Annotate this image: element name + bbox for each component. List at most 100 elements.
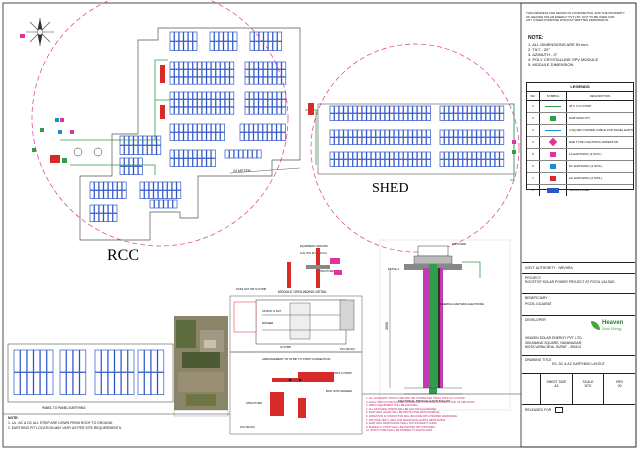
- shed-panel-array: [439, 151, 505, 167]
- bottom-note-item: 1. LA , AC & DC ALL STRIP ARE DOWN FROM …: [8, 421, 114, 425]
- legend-symbol-icon: [540, 101, 567, 112]
- solar-panel: [215, 76, 221, 85]
- disclaimer-line: THIS DRAWING AND DESIGN IS CONFIDENTIAL …: [526, 12, 625, 15]
- solar-panel: [169, 61, 175, 70]
- solar-panel: [223, 31, 229, 42]
- solar-panel: [201, 99, 207, 107]
- solar-panel: [343, 151, 349, 160]
- solar-panel: [103, 190, 109, 199]
- solar-panel: [178, 41, 184, 51]
- solar-panel: [72, 372, 80, 395]
- solar-panel: [20, 372, 27, 395]
- solar-panel: [211, 76, 216, 85]
- solar-panel: [89, 181, 95, 191]
- solar-panel: [188, 76, 193, 85]
- solar-panel: [188, 149, 193, 159]
- project-value: ROOFTOP SOLAR POWER PROJECT AT PGOIL VAL…: [525, 280, 615, 285]
- solar-panel: [268, 31, 273, 42]
- solar-panel: [263, 99, 268, 107]
- solar-panel: [357, 159, 362, 167]
- solar-panel: [262, 132, 268, 141]
- solar-panel: [394, 113, 399, 121]
- solar-panel: [272, 76, 277, 85]
- solar-panel: [329, 129, 335, 138]
- rcc-panel-array: [239, 123, 286, 141]
- solar-panel: [101, 349, 108, 373]
- solar-panel: [138, 145, 143, 155]
- solar-panel: [174, 76, 179, 85]
- solar-panel: [169, 123, 175, 133]
- solar-panel: [119, 135, 125, 146]
- rcc-panel-array: [89, 204, 118, 222]
- solar-panel: [494, 113, 500, 121]
- rcc-label: RCC: [107, 247, 139, 264]
- solar-panel: [394, 159, 399, 167]
- solar-panel: [107, 372, 115, 395]
- solar-panel: [352, 129, 358, 138]
- solar-panel: [20, 349, 27, 373]
- solar-panel: [444, 159, 449, 167]
- solar-panel: [329, 105, 335, 114]
- rcc-gi-strip: [60, 59, 170, 175]
- earthing-panel-array: [94, 349, 135, 395]
- rcc-roof-outline: [79, 27, 301, 241]
- solar-panel: [253, 69, 259, 77]
- solar-panel: [348, 129, 353, 138]
- sheet-size-value: A3: [554, 384, 559, 389]
- solar-panel: [389, 113, 395, 121]
- solar-panel: [366, 151, 372, 160]
- solar-panel: [211, 61, 216, 70]
- solar-panel: [421, 113, 427, 121]
- solar-panel: [499, 151, 505, 160]
- rcc-panel-array: [169, 149, 216, 167]
- solar-panel: [272, 91, 277, 100]
- solar-panel: [476, 137, 482, 145]
- solar-panel: [220, 132, 225, 141]
- solar-panel: [223, 41, 229, 51]
- solar-panel: [211, 123, 216, 133]
- solar-panel: [46, 372, 54, 395]
- solar-panel: [178, 99, 184, 107]
- solar-panel: [421, 159, 427, 167]
- solar-panel: [448, 113, 454, 121]
- solar-panel: [174, 106, 179, 115]
- solar-panel: [209, 41, 215, 51]
- solar-panel: [197, 132, 202, 141]
- solar-panel: [148, 190, 154, 199]
- solar-panel: [343, 105, 349, 114]
- developer-label: DEVELOPER: [525, 318, 546, 322]
- solar-panel: [352, 151, 358, 160]
- solar-panel: [151, 135, 157, 146]
- solar-panel: [174, 41, 179, 51]
- solar-panel: [178, 106, 184, 115]
- solar-panel: [188, 61, 193, 70]
- solar-panel: [403, 105, 408, 114]
- solar-panel: [462, 129, 468, 138]
- solar-panel: [361, 151, 367, 160]
- solar-panel: [380, 159, 385, 167]
- solar-panel: [494, 129, 500, 138]
- solar-panel: [124, 135, 129, 146]
- solar-panel: [211, 99, 216, 107]
- solar-panel: [439, 105, 445, 114]
- solar-panel: [453, 159, 459, 167]
- solar-panel: [263, 31, 269, 42]
- solar-panel: [258, 99, 264, 107]
- solar-panel: [444, 137, 449, 145]
- solar-panel: [258, 61, 264, 70]
- solar-panel: [211, 69, 216, 77]
- module-grounding-title: MODULE GROUNDING DETAIL: [278, 290, 327, 294]
- strip-labels: 25X3 GI STRIP BOLT WITH WASHER STRUCTURE…: [240, 371, 352, 429]
- solar-panel: [253, 106, 259, 115]
- solar-panel: [183, 149, 189, 159]
- solar-panel: [192, 91, 198, 100]
- solar-panel: [153, 181, 159, 191]
- solar-panel: [117, 181, 122, 191]
- solar-panel: [232, 41, 238, 51]
- panel-to-panel-earthing-detail: [13, 349, 165, 395]
- solar-panel: [183, 76, 189, 85]
- solar-panel: [244, 99, 250, 107]
- solar-panel: [215, 69, 221, 77]
- solar-panel: [247, 149, 253, 159]
